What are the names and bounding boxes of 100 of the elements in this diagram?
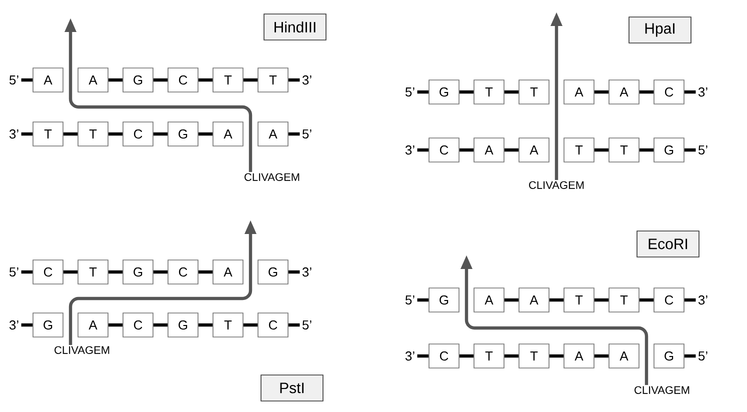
base-box: G [32,312,64,338]
strand-end-label: 3’ [405,351,414,361]
base-box: A [518,288,550,312]
base-box: T [474,344,504,368]
base-box: A [608,80,640,104]
bond-bar [594,148,609,152]
bond-bar [288,323,300,327]
bond-bar [21,132,33,136]
strand-end-label: 5’ [302,129,312,139]
base-box: G [258,260,288,284]
base-box: T [212,68,244,92]
bond-bar [243,78,258,82]
base-box: G [168,122,198,146]
bond-bar [549,298,564,302]
bond-bar [108,78,123,82]
base-box: C [428,344,460,368]
label-box: EcoRI [636,230,700,258]
base-box: C [654,288,684,312]
bond-bar [288,78,300,82]
bond-bar [21,323,33,327]
base-box: A [78,68,108,92]
bond-bar [549,354,564,358]
bond-bar [153,323,168,327]
bond-bar [459,90,474,94]
bond-bar [108,132,123,136]
base-box: T [32,122,64,146]
strand-end-label: 5’ [698,351,708,361]
label-box: PstI [260,374,324,402]
base-box: G [122,260,154,284]
base-box: A [78,312,108,338]
base-box: T [212,312,244,338]
base-box: C [428,138,460,162]
bond-bar [684,298,696,302]
bond-bar [63,132,78,136]
label-box: HpaI [628,16,692,44]
bond-bar [21,270,33,274]
bond-bar [684,148,696,152]
base-box: T [518,80,550,104]
strand-end-label: 3’ [9,320,18,330]
bond-bar [198,323,213,327]
bond-bar [594,354,609,358]
base-box: C [122,312,154,338]
base-box: G [654,344,684,368]
bond-bar [459,148,474,152]
bond-bar [108,270,123,274]
base-box: T [78,122,108,146]
bond-bar [243,323,258,327]
bond-bar [594,298,609,302]
base-box: C [168,68,198,92]
base-box: T [474,80,504,104]
bond-bar [198,132,213,136]
bond-bar [153,270,168,274]
bond-bar [417,148,429,152]
strand-end-label: 3’ [302,267,312,277]
base-box: T [608,288,640,312]
strand-end-label: 5’ [405,87,414,97]
bond-bar [108,323,123,327]
bond-bar [504,148,519,152]
bond-bar [459,354,474,358]
base-box: C [654,80,684,104]
base-box: A [212,122,244,146]
bond-bar [639,148,654,152]
bond-bar [417,298,429,302]
base-box: A [518,138,550,162]
base-box: G [428,288,460,312]
strand-end-label: 5’ [698,145,708,155]
base-box: A [474,288,504,312]
strand-end-label: 3’ [698,295,708,305]
strand-end-label: 5’ [405,295,414,305]
base-box: A [564,80,594,104]
cleavage-label: CLIVAGEM [244,173,300,181]
strand-end-label: 5’ [302,320,312,330]
base-box: A [474,138,504,162]
base-box: C [168,260,198,284]
label-box: HindIII [264,14,326,40]
bond-bar [504,298,519,302]
bond-bar [288,132,300,136]
base-box: T [258,68,288,92]
bond-bar [504,90,519,94]
strand-end-label: 3’ [9,129,18,139]
strand-end-label: 5’ [9,267,18,277]
bond-bar [198,78,213,82]
bond-bar [684,354,696,358]
cleavage-label: CLIVAGEM [529,181,584,189]
bond-bar [153,78,168,82]
base-box: C [32,260,64,284]
base-box: G [654,138,684,162]
base-box: G [168,312,198,338]
bond-bar [198,270,213,274]
base-box: G [122,68,154,92]
bond-bar [417,90,429,94]
bond-bar [417,354,429,358]
bond-bar [639,298,654,302]
base-box: T [608,138,640,162]
base-box: T [518,344,550,368]
base-box: G [428,80,460,104]
base-box: A [32,68,64,92]
base-box: A [258,122,288,146]
strand-end-label: 3’ [698,87,708,97]
cleavage-label: CLIVAGEM [634,386,690,394]
